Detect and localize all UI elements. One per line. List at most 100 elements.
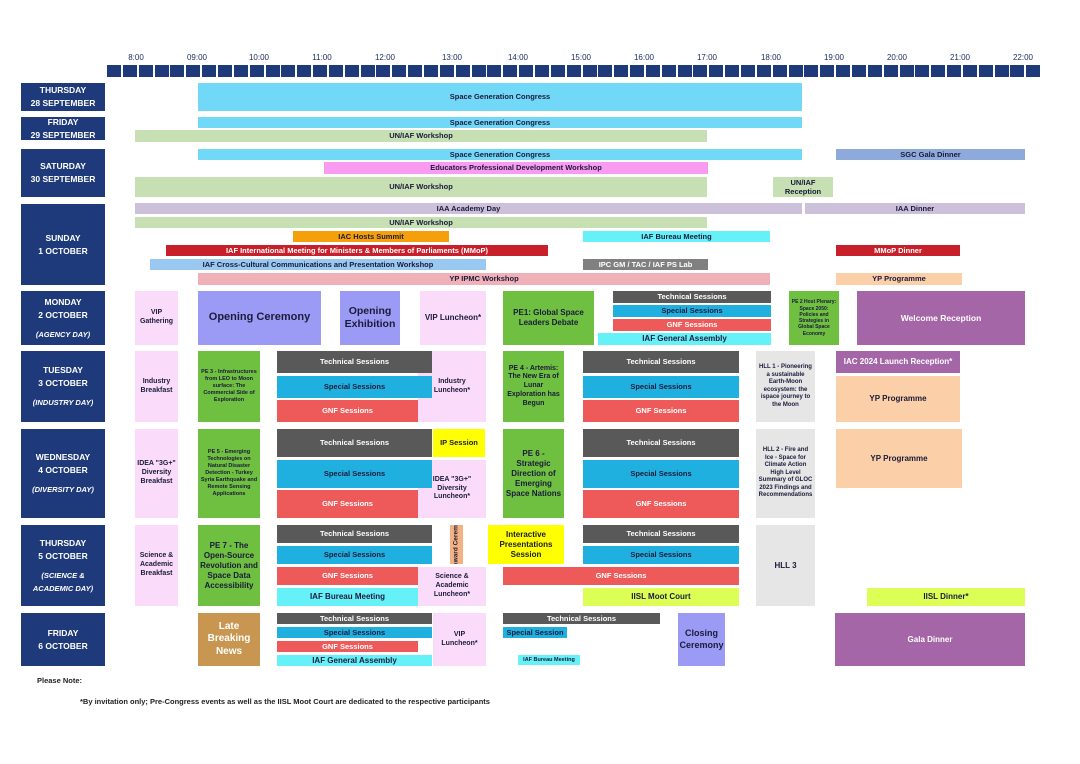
event-hll-3: HLL 3 (756, 525, 815, 606)
day-name: MONDAY (44, 296, 82, 307)
day-theme: (INDUSTRY DAY) (32, 398, 94, 407)
event-gnf-sessions: GNF Sessions (613, 319, 771, 331)
event-gnf-sessions: GNF Sessions (277, 400, 418, 422)
event-label: Technical Sessions (657, 292, 727, 302)
time-slot-cell (424, 65, 438, 77)
day-date: 30 SEPTEMBER (30, 174, 96, 184)
time-label: 12:00 (374, 53, 396, 62)
event-label: GNF Sessions (322, 571, 373, 581)
event-label: IAA Academy Day (436, 203, 501, 213)
event-label: IAC 2024 Launch Reception* (843, 357, 953, 366)
event-label: IDEA "3G+" Diversity Breakfast (137, 460, 176, 485)
event-label: Industry Breakfast (140, 377, 173, 394)
event-yp-programme: YP Programme (836, 429, 962, 488)
time-slot-cell (233, 65, 248, 77)
event-label: PE 5 - Emerging Technologies on Natural … (200, 449, 258, 497)
time-slot-cell (344, 65, 359, 77)
event-label: IP Award Ceremony (452, 525, 460, 564)
time-slot-cell (376, 65, 391, 77)
event-label: GNF Sessions (322, 406, 373, 416)
day-date: 3 OCTOBER (38, 378, 88, 388)
day-date: 6 OCTOBER (38, 640, 88, 651)
day-theme: (AGENCY DAY) (35, 329, 91, 339)
time-label: 13:00 (441, 53, 463, 62)
event-yp-programme: YP Programme (836, 376, 960, 422)
event-label: Special Sessions (630, 550, 692, 560)
event-welcome-reception: Welcome Reception (857, 291, 1025, 345)
time-slot-cell (883, 65, 898, 77)
event-opening-exhibition: Opening Exhibition (340, 291, 400, 345)
event-iaf-general-assembly: IAF General Assembly (598, 333, 771, 345)
event-label: Technical Sessions (546, 613, 617, 623)
time-slot-cell (439, 65, 454, 77)
event-closing-ceremony: Closing Ceremony (678, 613, 725, 666)
time-slot-cell (1026, 65, 1041, 77)
event-label: Opening Exhibition (344, 304, 396, 330)
event-sgc-gala-dinner: SGC Gala Dinner (836, 149, 1025, 160)
event-special-sessions: Special Sessions (277, 460, 432, 488)
event-special-sessions: Special Sessions (583, 460, 739, 488)
event-gnf-sessions: GNF Sessions (583, 490, 739, 518)
event-ipc-gm-tac-iaf-ps-lab: IPC GM / TAC / IAF PS Lab (583, 259, 708, 270)
event-pe-7-the-open-source-revolution-and-spac: PE 7 - The Open-Source Revolution and Sp… (198, 525, 260, 606)
event-label: Opening Ceremony (208, 311, 311, 324)
event-label: Technical Sessions (626, 529, 696, 539)
time-slot-cell (328, 65, 343, 77)
time-slot-cell (962, 65, 977, 77)
event-label: Technical Sessions (319, 613, 390, 623)
event-un-iaf-reception: UN/IAF Reception (773, 177, 833, 197)
time-label: 8:00 (128, 53, 144, 62)
event-label: IISL Dinner* (923, 592, 969, 601)
event-un-iaf-workshop: UN/IAF Workshop (135, 217, 707, 228)
time-slot-cell (598, 65, 613, 77)
time-slot-cell (772, 65, 787, 77)
time-slot-cell (392, 65, 407, 77)
event-label: IAF Bureau Meeting (309, 592, 386, 601)
event-technical-sessions: Technical Sessions (583, 525, 739, 543)
time-slot-cell (313, 65, 328, 77)
event-space-generation-congress: Space Generation Congress (198, 117, 802, 128)
event-iaf-bureau-meeting: IAF Bureau Meeting (277, 588, 418, 606)
event-ip-session: IP Session (433, 429, 485, 457)
event-label: PE1: Global Space Leaders Debate (513, 308, 584, 327)
time-slot-cell (851, 65, 866, 77)
event-label: Science & Academic Luncheon* (433, 573, 471, 598)
time-slot-cell (487, 65, 502, 77)
event-iaa-academy-day: IAA Academy Day (135, 203, 802, 214)
day-date: 2 OCTOBER (38, 309, 88, 320)
time-slot-cell (360, 65, 375, 77)
event-iaf-cross-cultural-communications-and-pr: IAF Cross-Cultural Communications and Pr… (150, 259, 486, 270)
event-opening-ceremony: Opening Ceremony (198, 291, 321, 345)
time-slot-cell (281, 65, 296, 77)
event-hll-1-pioneering-a-sustainable-earth-moo: HLL 1 - Pioneering a sustainable Earth-M… (756, 351, 815, 422)
time-label: 14:00 (507, 53, 529, 62)
event-special-sessions: Special Sessions (277, 627, 432, 638)
event-pe-2-host-plenary-space-2050-policies-an: PE 2 Host Plenary: Space 2050: Policies … (789, 291, 839, 345)
event-iisl-dinner: IISL Dinner* (867, 588, 1025, 606)
day-name: SATURDAY (40, 161, 86, 171)
event-gala-dinner: Gala Dinner (835, 613, 1025, 666)
event-science-academic-breakfast: Science & Academic Breakfast (135, 525, 178, 606)
event-special-sessions: Special Sessions (583, 376, 739, 398)
event-mmop-dinner: MMoP Dinner (836, 245, 960, 256)
event-vip-luncheon: VIP Luncheon* (420, 291, 486, 345)
event-label: YP Programme (869, 394, 927, 403)
event-label: Science & Academic Breakfast (139, 552, 174, 577)
day-label: MONDAY 2 OCTOBER (AGENCY DAY) (21, 291, 105, 345)
time-slot-cell (978, 65, 993, 77)
event-industry-breakfast: Industry Breakfast (135, 351, 178, 422)
time-slot-cell (138, 65, 153, 77)
time-slot-cell (867, 65, 882, 77)
event-special-sessions: Special Sessions (583, 546, 739, 564)
event-iac-2024-launch-reception: IAC 2024 Launch Reception* (836, 351, 960, 373)
time-slot-cell (915, 65, 930, 77)
event-science-academic-luncheon: Science & Academic Luncheon* (418, 567, 486, 606)
event-label: Technical Sessions (319, 529, 390, 539)
event-technical-sessions: Technical Sessions (503, 613, 660, 624)
time-slot-cell (788, 65, 803, 77)
event-label: GNF Sessions (322, 499, 373, 509)
time-slot-cell (566, 65, 581, 77)
time-label: 19:00 (823, 53, 845, 62)
